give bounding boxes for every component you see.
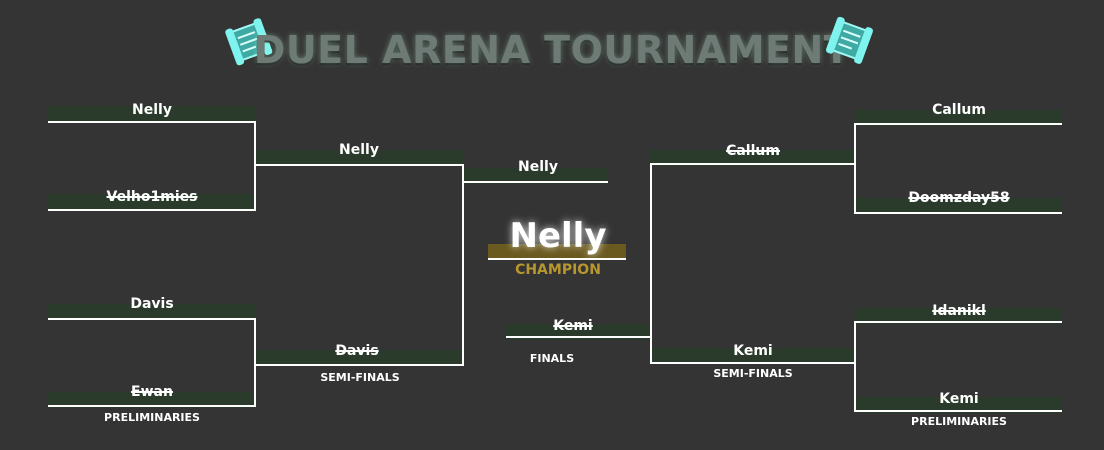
slot-background [256,350,464,366]
champion-label: CHAMPION [515,262,601,278]
round-label-semifinals: SEMI-FINALS [713,367,793,380]
bracket-line [650,163,856,165]
slot-background [48,106,256,122]
player-slot[interactable]: Nelly [132,102,172,118]
eliminated-name: Callum [726,143,780,159]
scroll-icon-left [224,14,278,70]
bracket-line [506,336,652,338]
slot-background [856,397,1062,413]
slot-background [256,150,464,166]
slot-background [856,308,1062,324]
slot-background [48,194,256,210]
player-slot-eliminated[interactable]: Davis [256,341,458,361]
bracket-line [856,212,1062,214]
slot-background [650,348,856,364]
scroll-icon-right [824,14,878,70]
slot-background [650,150,856,166]
bracket-connector [650,163,652,364]
round-label-preliminaries: PRELIMINARIES [911,415,1007,428]
champion-underline [488,258,626,260]
player-slot[interactable]: Kemi [733,343,773,359]
slot-background [856,110,1062,126]
eliminated-name: Davis [335,343,379,359]
bracket-line [256,164,464,166]
bracket-connector [462,164,464,366]
eliminated-name: Doomzday58 [908,190,1010,206]
round-label-finals: FINALS [529,352,575,365]
bracket-line [48,318,256,320]
champion-name[interactable]: Nelly [509,216,607,256]
bracket-line [856,321,1062,323]
player-slot[interactable]: Davis [130,296,174,312]
bracket-line [650,362,856,364]
champion-highlight [488,244,626,260]
slot-background [856,198,1062,214]
player-slot-eliminated[interactable]: Callum [650,141,856,161]
slot-background [48,392,256,408]
bracket-line [48,121,256,123]
bracket-connector [854,123,856,214]
bracket-line [48,209,256,211]
player-slot[interactable]: Nelly [518,159,558,175]
slot-background [48,304,256,320]
eliminated-name: Idanikl [932,303,986,319]
bracket-line [464,181,608,183]
bracket-connector [854,321,856,412]
player-slot-eliminated[interactable]: Velho1mies [48,187,256,207]
player-slot-eliminated[interactable]: Doomzday58 [856,188,1062,208]
bracket-line [256,364,464,366]
bracket-connector [254,121,256,211]
page-title: DUEL ARENA TOURNAMENT [253,28,851,72]
bracket-line [856,123,1062,125]
bracket-line [48,405,256,407]
eliminated-name: Velho1mies [106,189,198,205]
bracket-line [856,410,1062,412]
slot-background [464,168,608,184]
eliminated-name: Kemi [553,318,593,334]
player-slot[interactable]: Kemi [939,391,979,407]
player-slot[interactable]: Callum [932,102,986,118]
eliminated-name: Ewan [131,384,173,400]
player-slot-eliminated[interactable]: Ewan [48,382,256,402]
player-slot-eliminated[interactable]: Kemi [500,316,646,336]
round-label-preliminaries: PRELIMINARIES [104,411,200,424]
player-slot-eliminated[interactable]: Idanikl [856,301,1062,321]
player-slot[interactable]: Nelly [339,142,379,158]
round-label-semifinals: SEMI-FINALS [320,371,400,384]
bracket-connector [254,318,256,407]
